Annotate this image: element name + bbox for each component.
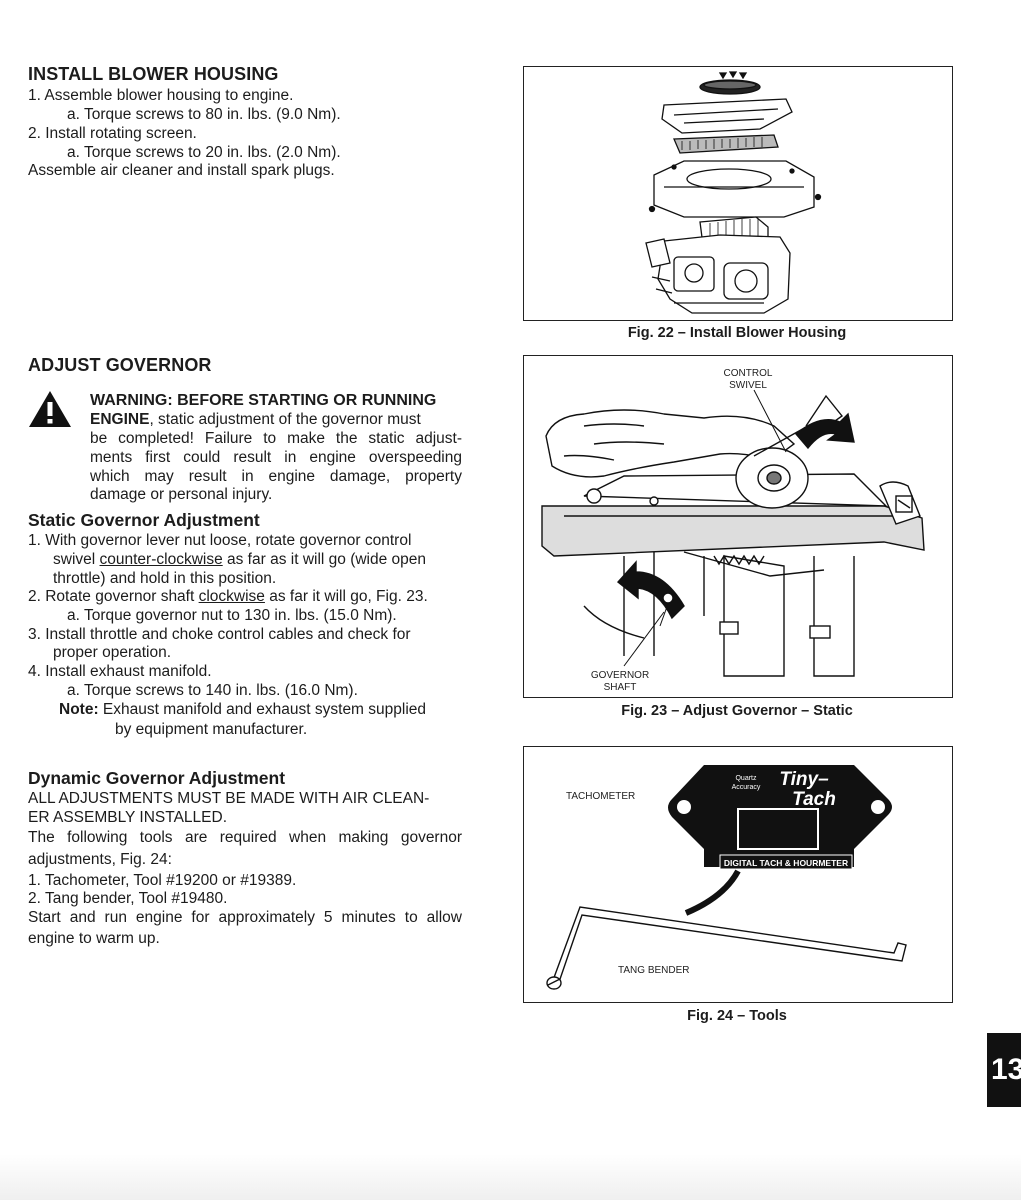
blower-step-1a: a. Torque screws to 80 in. lbs. (9.0 Nm)…	[67, 106, 341, 123]
dynamic-line-7: Start and run engine for approximately 5…	[28, 909, 462, 926]
heading-dynamic-governor: Dynamic Governor Adjustment	[28, 768, 286, 788]
dynamic-line-6: 2. Tang bender, Tool #19480.	[28, 890, 228, 907]
blower-step-2: 2. Install rotating screen.	[28, 125, 197, 142]
page-number: 13	[991, 1053, 1021, 1086]
page-bottom-edge	[0, 1154, 1021, 1200]
static-step-2-pre: 2. Rotate governor shaft	[28, 588, 199, 605]
static-step-4a: a. Torque screws to 140 in. lbs. (16.0 N…	[67, 682, 358, 699]
static-step-2: 2. Rotate governor shaft clockwise as fa…	[28, 587, 428, 606]
warning-line-6: damage or personal injury.	[90, 486, 273, 503]
static-step-1c: throttle) and hold in this position.	[53, 570, 277, 587]
quartz-text: Quartz	[735, 775, 757, 782]
figure-22	[523, 66, 953, 321]
warning-icon	[29, 391, 71, 427]
warning-line-2: ENGINE, static adjustment of the governo…	[90, 410, 421, 429]
label-governor: GOVERNOR	[591, 670, 649, 681]
label-control: CONTROL	[724, 368, 773, 379]
blower-step-2a: a. Torque screws to 20 in. lbs. (2.0 Nm)…	[67, 144, 341, 161]
tach-band-text: DIGITAL TACH & HOURMETER	[724, 858, 848, 868]
static-step-2-post: as far it will go, Fig. 23.	[264, 588, 428, 605]
figure-22-caption: Fig. 22 – Install Blower Housing	[627, 325, 847, 341]
heading-adjust-governor: ADJUST GOVERNOR	[28, 355, 212, 375]
tang-bender-tool	[546, 906, 907, 990]
dynamic-line-2: ER ASSEMBLY INSTALLED.	[28, 809, 227, 826]
figure-23: CONTROL SWIVEL GOVERNOR SHAFT	[523, 355, 953, 698]
warning-line-3: be completed! Failure to make the static…	[90, 430, 462, 447]
figure-24-caption: Fig. 24 – Tools	[687, 1008, 787, 1024]
warning-line-1: WARNING: BEFORE STARTING OR RUNNING	[90, 392, 437, 409]
static-step-1a: 1. With governor lever nut loose, rotate…	[28, 532, 412, 549]
page-number-tab: 13	[987, 1033, 1021, 1107]
label-tachometer: TACHOMETER	[566, 791, 635, 802]
heading-install-blower-housing: INSTALL BLOWER HOUSING	[28, 64, 279, 84]
static-step-3b: proper operation.	[53, 644, 172, 661]
blower-housing-illustration	[645, 71, 822, 314]
dynamic-line-3: The following tools are required when ma…	[28, 829, 462, 846]
static-step-3a: 3. Install throttle and choke control ca…	[28, 626, 411, 643]
static-step-2a: a. Torque governor nut to 130 in. lbs. (…	[67, 607, 397, 624]
static-step-1b: swivel counter-clockwise as far as it wi…	[53, 550, 426, 569]
blower-step-1: 1. Assemble blower housing to engine.	[28, 87, 294, 104]
blower-final-step: Assemble air cleaner and install spark p…	[28, 162, 335, 179]
heading-static-governor: Static Governor Adjustment	[28, 510, 260, 530]
tools-illustration: DIGITAL TACH & HOURMETER Quartz Accuracy…	[546, 765, 907, 990]
note-text: Exhaust manifold and exhaust system supp…	[98, 701, 427, 718]
label-shaft: SHAFT	[604, 682, 637, 693]
governor-illustration: CONTROL SWIVEL GOVERNOR SHAFT	[541, 368, 925, 693]
static-step-4: 4. Install exhaust manifold.	[28, 663, 212, 680]
figure-24: DIGITAL TACH & HOURMETER Quartz Accuracy…	[523, 746, 953, 1003]
brand-tach: Tach	[792, 789, 836, 810]
note-label: Note:	[59, 701, 99, 718]
warning-line-5: which may result in engine damage, prope…	[90, 468, 462, 485]
figure-23-caption: Fig. 23 – Adjust Governor – Static	[621, 703, 853, 719]
warning-engine: ENGINE	[90, 411, 150, 428]
dynamic-line-8: engine to warm up.	[28, 930, 160, 947]
dynamic-line-4: adjustments, Fig. 24:	[28, 851, 172, 868]
clockwise-text: clockwise	[198, 588, 265, 605]
tachometer-device: DIGITAL TACH & HOURMETER Quartz Accuracy…	[668, 765, 892, 916]
note-line-1: Note: Exhaust manifold and exhaust syste…	[59, 700, 426, 719]
label-tang-bender: TANG BENDER	[618, 965, 690, 976]
accuracy-text: Accuracy	[732, 784, 761, 791]
warning-line-4: ments first could result in engine overs…	[90, 449, 462, 466]
dynamic-line-1: ALL ADJUSTMENTS MUST BE MADE WITH AIR CL…	[28, 790, 430, 807]
label-swivel: SWIVEL	[729, 380, 767, 391]
static-step-1b-post: as far as it will go (wide open	[222, 551, 427, 568]
brand-tiny: Tiny–	[779, 769, 829, 790]
dynamic-line-5: 1. Tachometer, Tool #19200 or #19389.	[28, 872, 297, 889]
counter-clockwise-text: counter-clockwise	[99, 551, 223, 568]
warning-rest: , static adjustment of the governor must	[149, 411, 421, 428]
note-line-2: by equipment manufacturer.	[115, 721, 308, 738]
static-step-1b-pre: swivel	[53, 551, 100, 568]
